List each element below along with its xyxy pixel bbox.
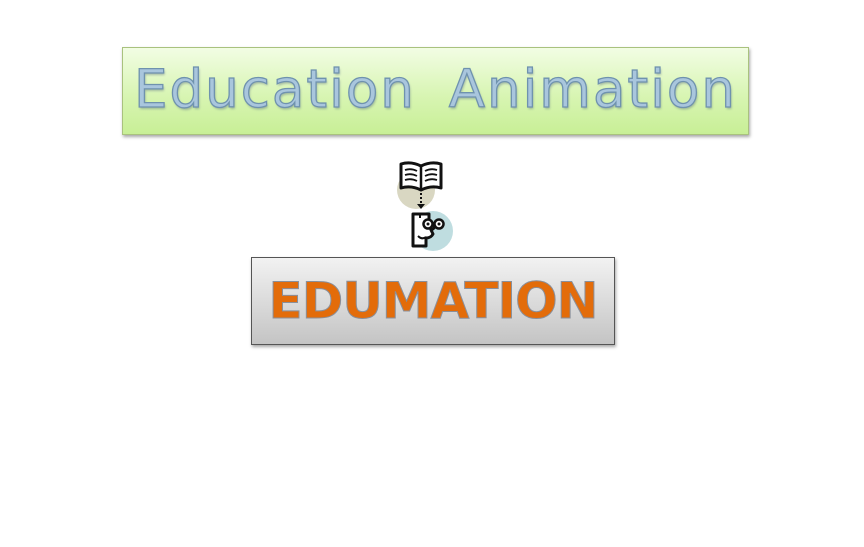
product-name: EDUMATION xyxy=(268,272,599,330)
title-banner: Education Animation xyxy=(122,47,749,135)
down-arrow-icon xyxy=(417,193,425,209)
open-book-icon xyxy=(399,161,443,192)
slide-title: Education Animation xyxy=(133,58,737,120)
product-banner: EDUMATION xyxy=(251,257,615,345)
student-face-icon xyxy=(411,212,445,248)
icon-group xyxy=(396,158,458,254)
